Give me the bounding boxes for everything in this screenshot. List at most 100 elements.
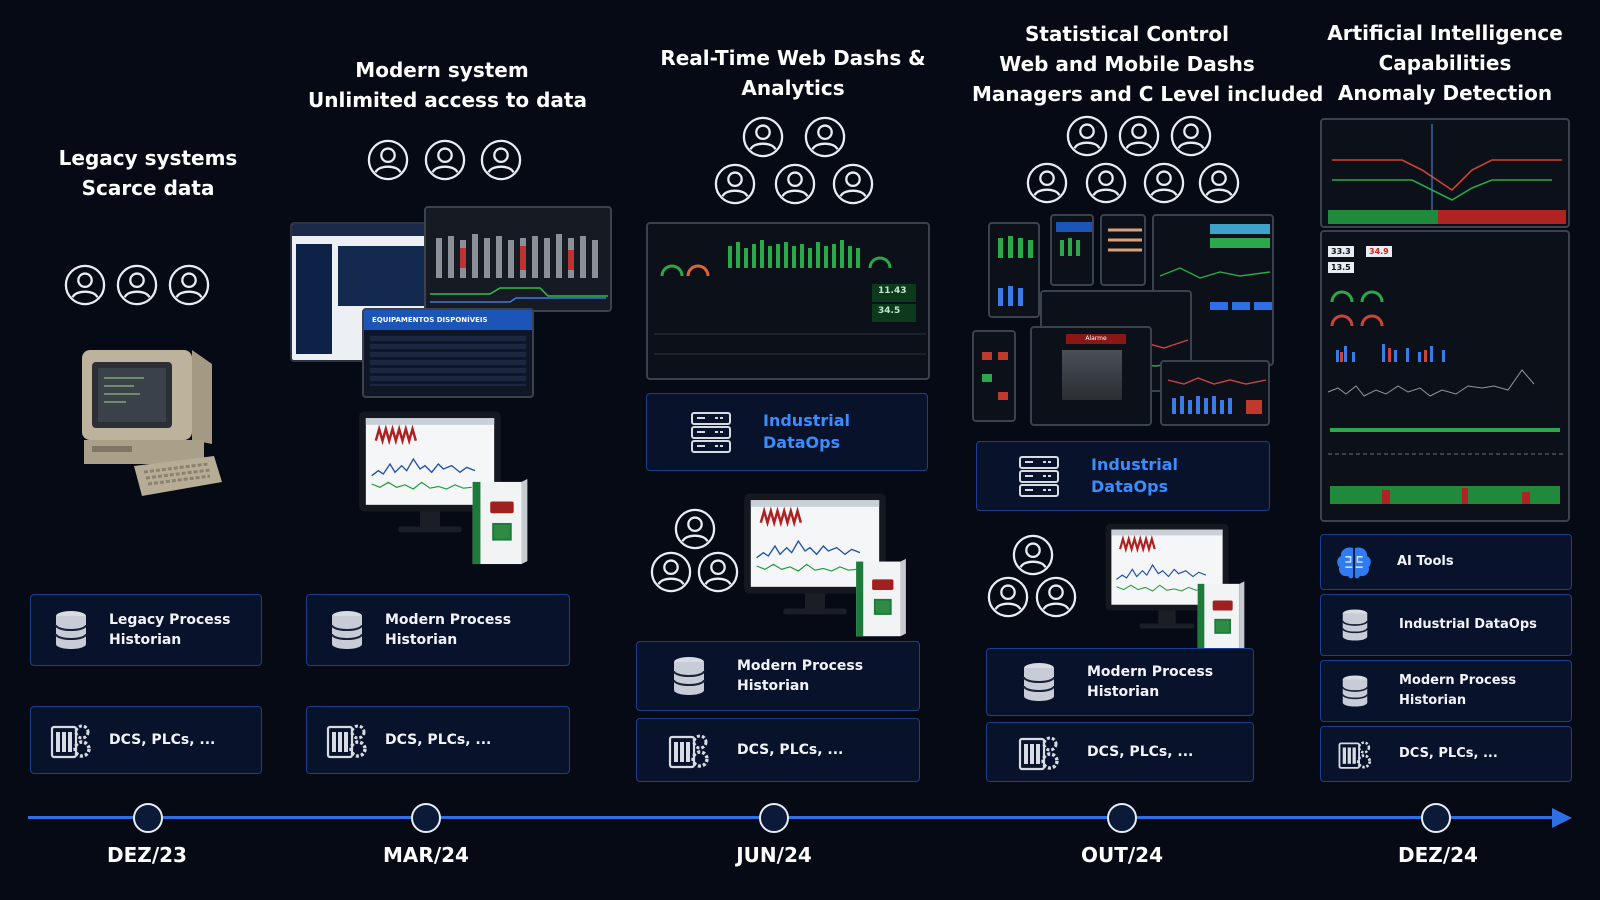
- label-line: Historian: [737, 678, 810, 694]
- modern-historian-label: Modern Process Historian: [1399, 673, 1517, 708]
- user-icon: [116, 264, 158, 306]
- stage-title-line: Legacy systems: [58, 146, 238, 170]
- label-line: Legacy Process: [109, 612, 231, 628]
- dcs-box: DCS, PLCs, ...: [986, 722, 1254, 782]
- label-line: Modern Process: [737, 658, 864, 674]
- anomaly-trend-chart: [1328, 124, 1566, 224]
- stage-title-line: Managers and C Level included: [972, 82, 1324, 106]
- kpi-value: 34.5: [878, 306, 901, 316]
- alarm-banner: Alarme: [1066, 334, 1126, 344]
- plc-gear-icon: [667, 728, 711, 772]
- timeline-date: MAR/24: [383, 843, 469, 867]
- timeline-node: [1107, 803, 1137, 833]
- user-icon: [650, 551, 692, 593]
- desktop-dashboard: [1160, 360, 1270, 426]
- user-icon: [697, 551, 739, 593]
- stage-title-2: Modern system Unlimited access to data: [308, 55, 587, 115]
- dcs-box: DCS, PLCs, ...: [30, 706, 262, 774]
- user-icon: [674, 508, 716, 550]
- user-icon: [168, 264, 210, 306]
- ai-tools-label: AI Tools: [1397, 554, 1454, 569]
- user-icon: [1012, 534, 1054, 576]
- label-line: DataOps: [763, 433, 841, 452]
- server-rack-icon: [689, 410, 733, 454]
- database-icon: [1017, 660, 1061, 704]
- dataops-box: Industrial DataOps: [646, 393, 928, 471]
- user-icon: [987, 576, 1029, 618]
- label-line: Modern Process: [1087, 664, 1214, 680]
- anomaly-main-chart: [1327, 290, 1564, 504]
- timeline-node: [133, 803, 163, 833]
- modern-historian-box: Modern Process Historian: [1320, 660, 1572, 722]
- stage-title-line: Anomaly Detection: [1337, 81, 1553, 105]
- database-icon: [1337, 673, 1373, 709]
- server-rack-icon: [1017, 454, 1061, 498]
- modern-historian-label: Modern Process Historian: [1087, 662, 1213, 702]
- user-icon: [1066, 115, 1108, 157]
- ai-tools-box: AI Tools: [1320, 534, 1572, 590]
- label-line: Industrial: [1091, 455, 1179, 474]
- equipamentos-header: EQUIPAMENTOS DISPONÍVEIS: [364, 310, 532, 330]
- stage-title-line: Analytics: [741, 76, 845, 100]
- dcs-label: DCS, PLCs, ...: [109, 732, 216, 748]
- stage-title-line: Statistical Control: [1024, 22, 1230, 46]
- user-icon: [1035, 576, 1077, 618]
- historian-screen-2: [424, 206, 612, 312]
- software-box-icon: [470, 478, 530, 566]
- stage-title-line: Web and Mobile Dashs: [999, 52, 1255, 76]
- stage-title-line: Real-Time Web Dashs &: [660, 46, 926, 70]
- stage-title-line: Unlimited access to data: [308, 88, 587, 112]
- label-line: Historian: [385, 632, 458, 648]
- anomaly-dashboard-main: 33.3 34.9 13.5: [1320, 230, 1570, 522]
- dcs-box: DCS, PLCs, ...: [306, 706, 570, 774]
- software-box-icon: [854, 558, 908, 638]
- user-icon: [64, 264, 106, 306]
- user-icon: [832, 163, 874, 205]
- label-line: Historian: [109, 632, 182, 648]
- mobile-dashboard: [1050, 214, 1094, 286]
- dcs-box: DCS, PLCs, ...: [1320, 726, 1572, 782]
- mobile-dashboard: [988, 222, 1040, 318]
- database-icon: [1337, 607, 1373, 643]
- kpi-value: 13.5: [1328, 262, 1354, 273]
- database-icon: [667, 654, 711, 698]
- dcs-box: DCS, PLCs, ...: [636, 718, 920, 782]
- user-icon: [1085, 162, 1127, 204]
- user-icon: [1170, 115, 1212, 157]
- database-icon: [49, 608, 93, 652]
- label-line: DataOps: [1091, 477, 1169, 496]
- trend-bars-chart: [430, 234, 608, 303]
- stage-title-line: Capabilities: [1378, 51, 1512, 75]
- label-line: Modern Process: [385, 612, 512, 628]
- plc-gear-icon: [325, 718, 369, 762]
- mobile-dashboard: [972, 330, 1016, 422]
- dcs-label: DCS, PLCs, ...: [385, 732, 492, 748]
- user-icon: [1143, 162, 1185, 204]
- modern-historian-box: Modern Process Historian: [986, 648, 1254, 716]
- brain-icon: [1335, 543, 1373, 581]
- modern-historian-box: Modern Process Historian: [636, 641, 920, 711]
- modern-historian-label: Modern Process Historian: [385, 610, 511, 650]
- user-icon: [742, 116, 784, 158]
- stage-title-line: Modern system: [355, 58, 529, 82]
- timeline-date: DEZ/23: [107, 843, 187, 867]
- timeline-node: [1421, 803, 1451, 833]
- stage-title-line: Artificial Intelligence: [1327, 21, 1563, 45]
- stage-title-3: Real-Time Web Dashs & Analytics: [652, 43, 934, 103]
- dataops-label: Industrial DataOps: [1091, 454, 1178, 498]
- kpi-value: 34.9: [1366, 246, 1392, 257]
- realtime-dashboard-chart: [654, 240, 926, 355]
- timeline-arrow-icon: [1552, 808, 1572, 828]
- dataops-box: Industrial DataOps: [976, 441, 1270, 511]
- dcs-label: DCS, PLCs, ...: [737, 742, 844, 758]
- user-icon: [424, 139, 466, 181]
- timeline-node: [411, 803, 441, 833]
- legacy-historian-label: Legacy Process Historian: [109, 610, 230, 650]
- plc-gear-icon: [49, 718, 93, 762]
- dcs-label: DCS, PLCs, ...: [1087, 744, 1194, 760]
- timeline-line: [28, 816, 1558, 819]
- equipamentos-screen: EQUIPAMENTOS DISPONÍVEIS: [362, 308, 534, 398]
- kpi-value: 11.43: [878, 286, 907, 296]
- timeline-node: [759, 803, 789, 833]
- realtime-dashboard: 11.43 34.5: [646, 222, 930, 380]
